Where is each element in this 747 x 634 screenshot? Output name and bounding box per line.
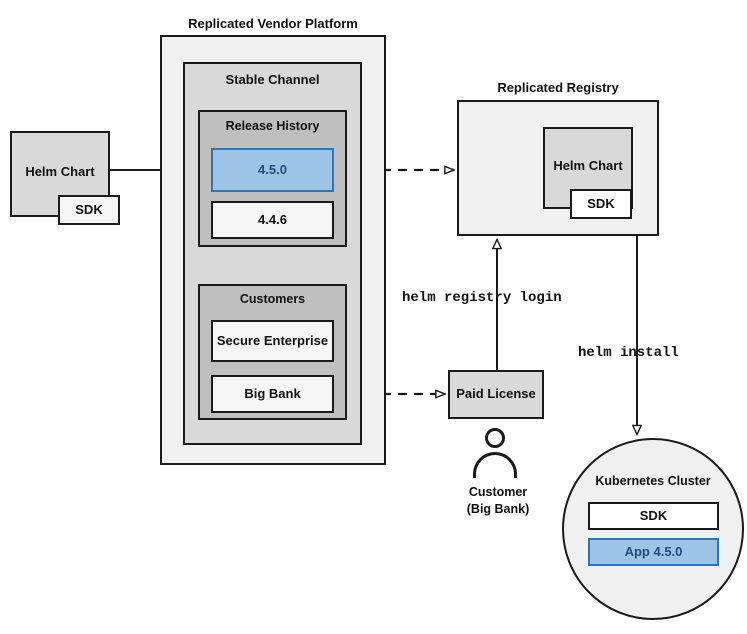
command-helm-install: helm install — [578, 345, 679, 361]
release-item-4-5-0-label: 4.5.0 — [258, 161, 287, 177]
registry-helm-chart-label: Helm Chart — [553, 158, 623, 173]
customer-item-big-bank[interactable]: Big Bank — [211, 375, 334, 413]
cluster-component-app: App 4.5.0 — [588, 538, 719, 566]
platform-title: Replicated Vendor Platform — [188, 16, 358, 31]
release-item-4-4-6-label: 4.4.6 — [258, 211, 287, 227]
customer-item-secure-enterprise-label: Secure Enterprise — [216, 332, 329, 348]
stable-channel-label: Stable Channel — [225, 72, 320, 87]
command-helm-registry-login: helm registry login — [402, 290, 562, 306]
paid-license-box: Paid License — [448, 370, 544, 419]
registry-title: Replicated Registry — [497, 80, 619, 95]
release-item-4-5-0[interactable]: 4.5.0 — [211, 148, 334, 192]
release-history-label: Release History — [225, 119, 320, 133]
source-helm-chart-sdk-label: SDK — [75, 201, 103, 217]
cluster-component-sdk-label: SDK — [639, 507, 668, 523]
registry-helm-chart-sdk-box: SDK — [570, 189, 632, 219]
person-icon — [470, 428, 522, 478]
source-helm-chart-sdk-box: SDK — [58, 195, 120, 225]
cluster-component-sdk: SDK — [588, 502, 719, 530]
source-helm-chart-label: Helm Chart — [25, 164, 95, 179]
paid-license-label: Paid License — [456, 386, 536, 402]
customer-actor-caption: Customer (Big Bank) — [438, 484, 558, 518]
person-head-icon — [485, 428, 505, 448]
registry-helm-chart-sdk-label: SDK — [587, 195, 615, 211]
customer-actor-caption-line2: (Big Bank) — [466, 501, 530, 516]
customer-item-big-bank-label: Big Bank — [244, 385, 301, 401]
kubernetes-cluster-label: Kubernetes Cluster — [595, 474, 711, 488]
customer-item-secure-enterprise[interactable]: Secure Enterprise — [211, 320, 334, 362]
cluster-component-app-label: App 4.5.0 — [624, 543, 683, 559]
customer-actor-caption-line1: Customer — [468, 485, 528, 499]
person-body-icon — [473, 452, 517, 478]
release-item-4-4-6[interactable]: 4.4.6 — [211, 201, 334, 239]
customers-label: Customers — [239, 292, 306, 306]
